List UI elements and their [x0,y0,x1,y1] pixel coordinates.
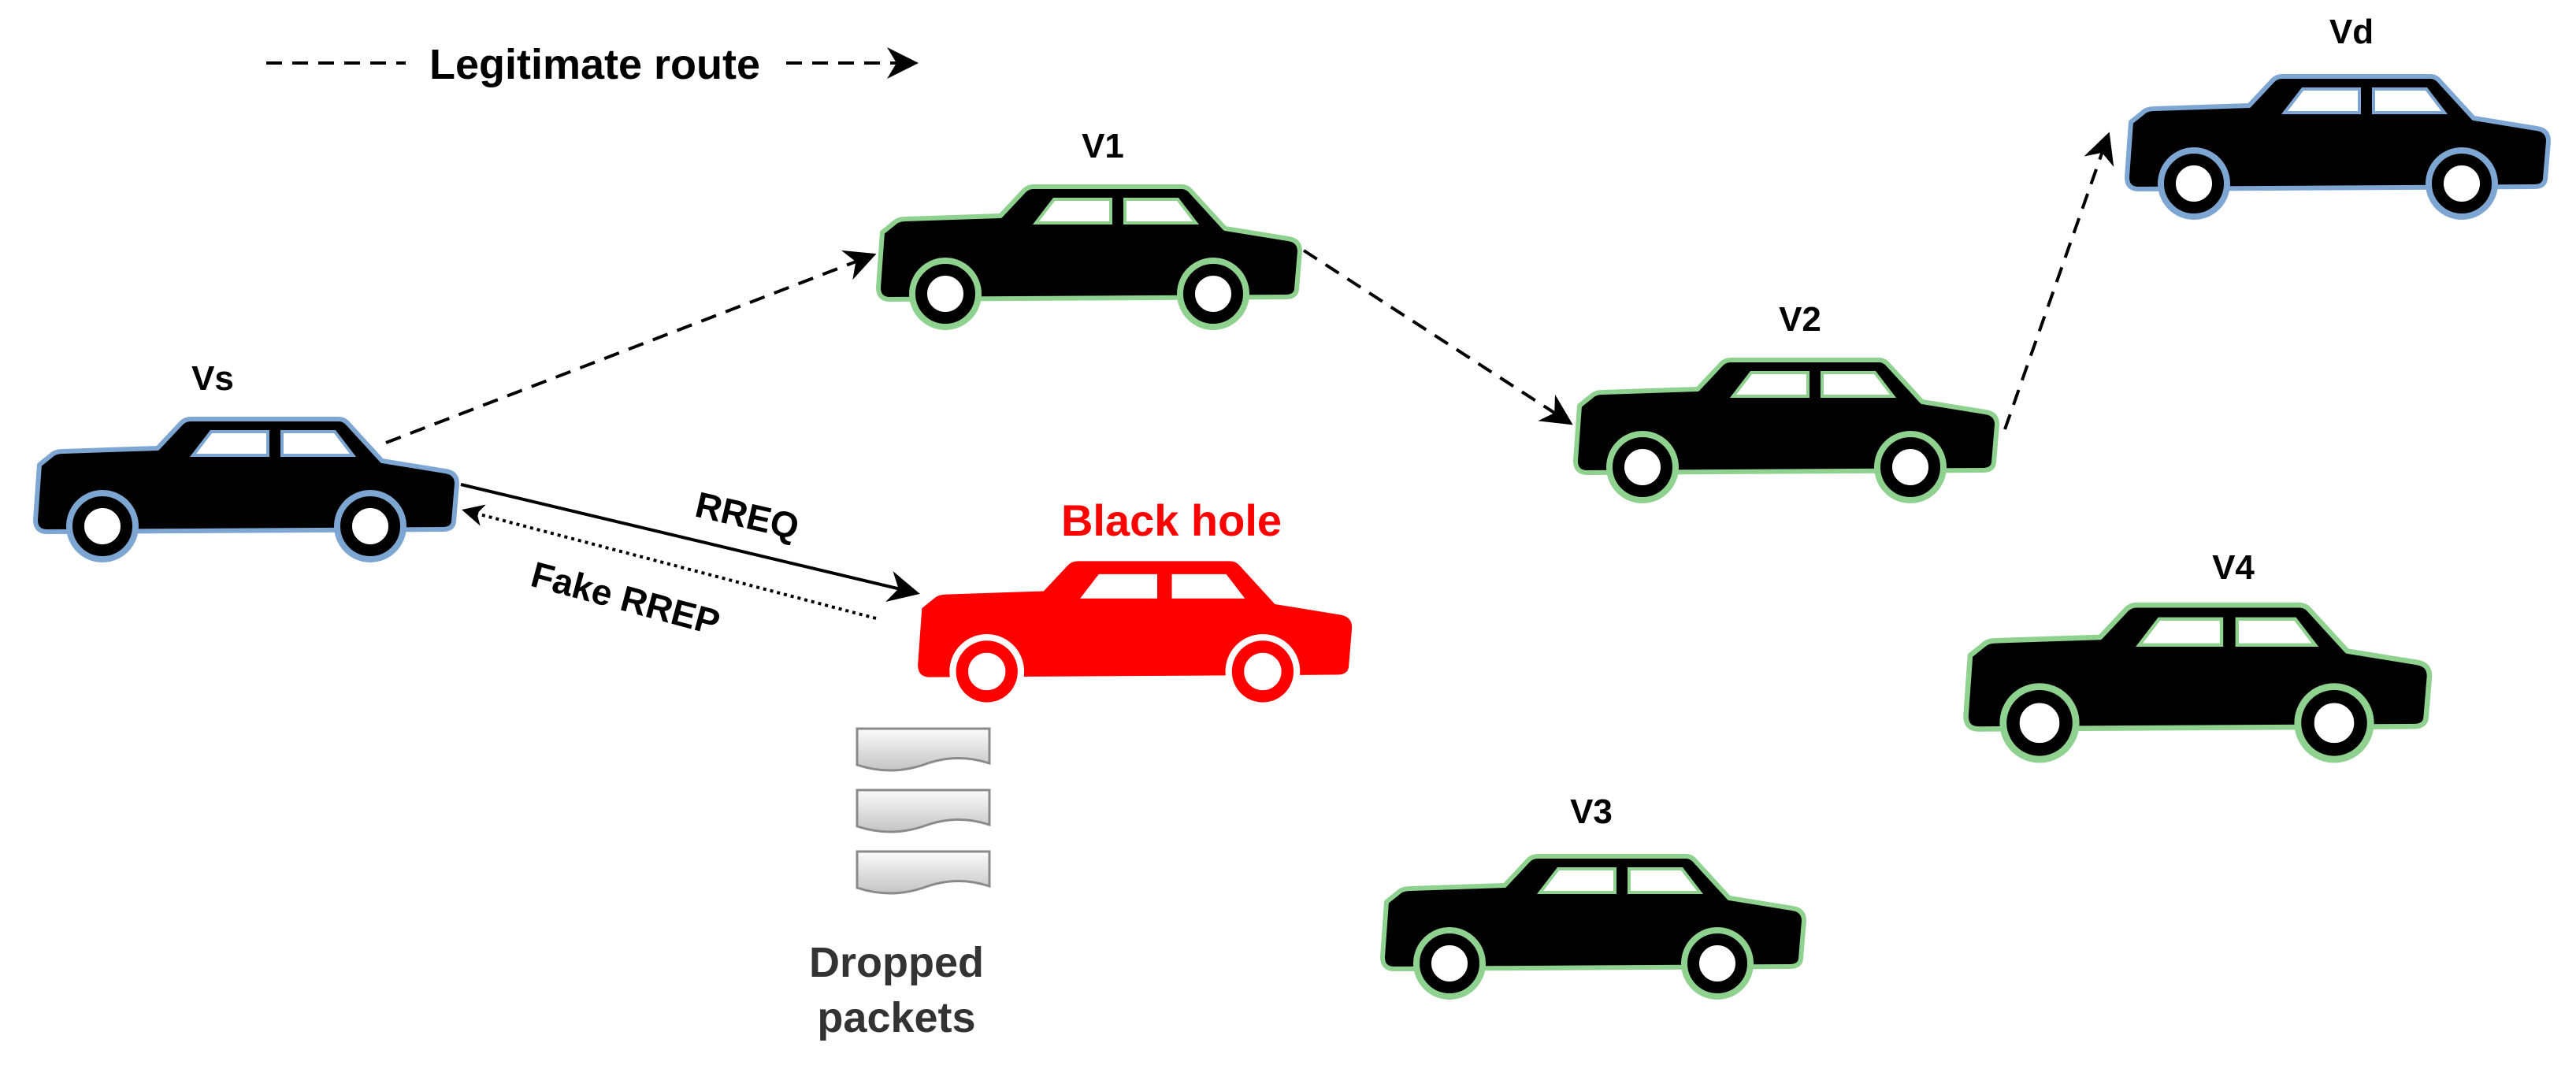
legend: Legitimate route [266,38,919,88]
route-arrow-vs-v1 [385,250,877,444]
dropped-packets: Dropped packets [809,727,991,1041]
rreq-arrow [460,483,920,603]
vehicle-wheel-hub [1427,941,1472,986]
vehicle-wheel-hub [2171,161,2217,206]
vehicle-label-bh: Black hole [1061,495,1282,545]
vehicle-window-rear [1171,573,1245,599]
vehicle-label-vd: Vd [2329,13,2374,51]
vehicle-label-v1: V1 [1082,127,1124,165]
vehicle-label-vs: Vs [191,359,234,398]
vehicle-wheel-hub [1239,648,1286,696]
dropped-packet [856,789,991,833]
legend-label-bg [406,38,784,88]
vehicle-window-front [1536,867,1616,894]
vehicle-wheel-hub [1620,444,1665,490]
dropped-packet [856,727,991,772]
dropped-label-line1: Dropped [809,939,984,986]
vehicle-wheel-hub [1694,941,1740,986]
vehicle-label-v3: V3 [1570,792,1613,831]
vehicle-window-front [1032,198,1112,225]
dropped-packet [856,850,991,895]
vehicle-v3 [1380,854,1806,1000]
vehicle-label-v4: V4 [2212,548,2255,587]
vehicle-window-rear [1123,198,1200,225]
vehicle-label-v2: V2 [1779,300,1821,339]
vehicle-wheel-hub [80,503,125,549]
vehicle-wheel-hub [922,271,968,317]
legitimate-route [385,132,2114,444]
rreq-label: RREQ [692,484,803,547]
route-arrow-v1-v2 [1302,249,1573,425]
vehicle-window-rear [280,430,357,457]
fake-rrep-label: Fake RREP [527,554,725,644]
vehicle-wheel-hub [963,648,1011,696]
vehicle-wheel-hub [2014,697,2065,748]
attack-messages: RREQ Fake RREP [460,483,920,644]
route-arrow-v2-vd [2003,132,2114,430]
vehicle-window-front [1080,573,1157,599]
vehicle-v2 [1573,358,1999,503]
vehicle-wheel-hub [1887,444,1933,490]
vehicle-wheel-hub [2309,697,2359,748]
vehicle-vs [33,417,459,562]
vehicle-wheel-hub [347,503,393,549]
vehicle-wheel-hub [2439,161,2485,206]
vehicle-bh [918,561,1353,709]
vehicle-v1 [876,184,1302,330]
vehicle-v4 [1963,602,2433,763]
vehicle-window-front [189,430,269,457]
vehicle-window-rear [2372,87,2448,114]
vehicle-vd [2125,74,2551,220]
vehicle-window-front [2136,617,2224,648]
vehicle-window-rear [1628,867,1704,894]
packet-stack [856,727,991,895]
dropped-label-line2: packets [817,994,975,1041]
vehicle-window-rear [1821,371,1897,398]
vehicle-window-rear [2235,617,2319,648]
vehicle-wheel-hub [1190,271,1236,317]
legend-label: Legitimate route [429,41,760,88]
vehicle-window-front [1729,371,1810,398]
vehicle-window-front [2281,87,2361,114]
